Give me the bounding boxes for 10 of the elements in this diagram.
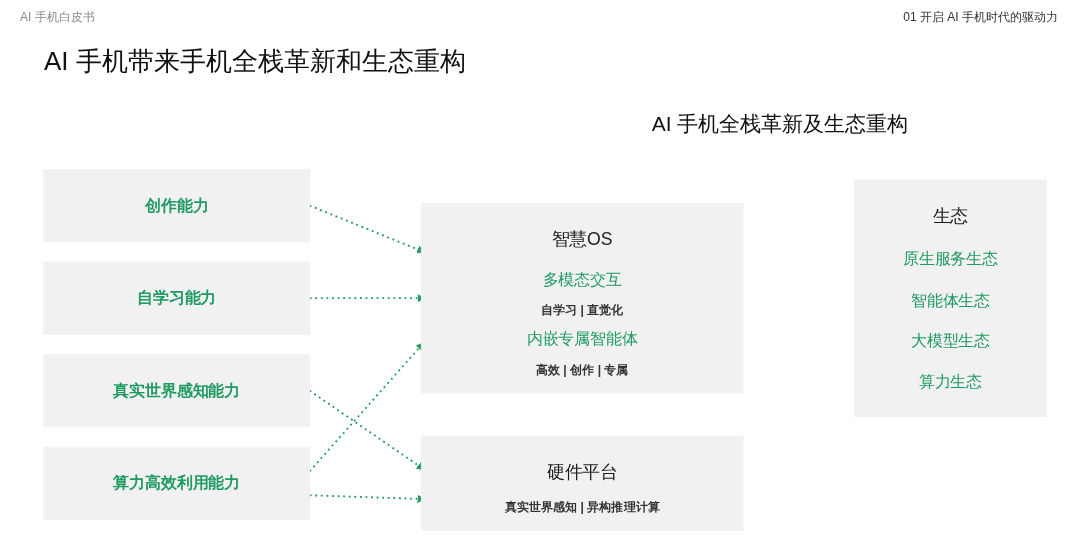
title: AI 手机带来手机全栈革新和生态重构 — [44, 45, 466, 78]
node-box: 智慧OS 多模态交互 自学习 | 直觉化 内嵌专属智能体 高效 | 创作 | 专属 — [420, 203, 744, 394]
node-box: 真实世界感知能力 — [43, 354, 311, 428]
node-box: 创作能力 — [43, 169, 311, 243]
diagram-heading: AI 手机全栈革新及生态重构 — [650, 111, 910, 137]
node-box: 自学习能力 — [43, 261, 311, 335]
node-box: 硬件平台 真实世界感知 | 异构推理计算 — [420, 435, 744, 531]
section-header: 01 开启 AI 手机时代的驱动力 — [903, 9, 1058, 26]
node-box: 算力高效利用能力 — [43, 446, 311, 520]
header-text: AI 手机白皮书 — [20, 9, 95, 26]
